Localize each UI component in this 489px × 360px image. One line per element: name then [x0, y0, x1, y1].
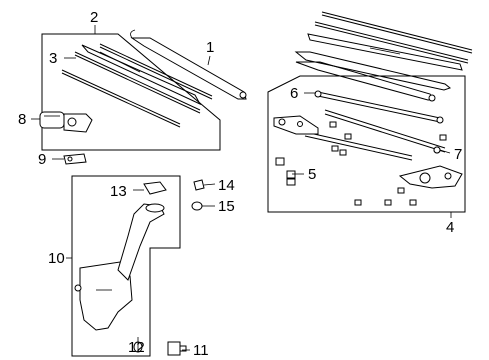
motor-connector-part-9 [63, 153, 87, 165]
wiper-blade-left [61, 69, 181, 128]
callout-5: 5 [308, 166, 316, 183]
washer-pump [167, 341, 187, 356]
callout-11: 11 [193, 342, 209, 359]
linkage-rod-middle [324, 109, 446, 154]
wiper-pivot-left [273, 115, 319, 135]
linkage-rod-lower [304, 131, 413, 161]
callout-8: 8 [18, 111, 26, 128]
wiper-motor-bracket [398, 165, 463, 189]
callout-12: 12 [128, 339, 145, 356]
washer-cap-part-13 [143, 181, 167, 195]
callout-2: 2 [90, 9, 98, 26]
callout-4: 4 [446, 219, 454, 236]
grommet-set [275, 121, 447, 206]
wiper-linkage-group-outline [267, 75, 466, 213]
pivot-cap-part-7 [433, 146, 441, 154]
wiper-arm-left [130, 29, 247, 100]
leader-lines [31, 25, 452, 352]
callout-3: 3 [49, 50, 57, 67]
wiper-blade-group-outline [41, 33, 221, 151]
washer-reservoir-tank [74, 203, 165, 331]
callout-13: 13 [110, 183, 127, 200]
hose-joint-part-14 [193, 179, 205, 191]
linkage-rod-upper [314, 90, 444, 124]
washer-reservoir-group-outline [71, 175, 181, 357]
wiper-arm-right [294, 51, 452, 102]
callout-10: 10 [48, 250, 65, 267]
wiper-blade-frame [81, 44, 202, 106]
callout-7: 7 [454, 146, 462, 163]
callout-15: 15 [218, 198, 235, 215]
callout-14: 14 [218, 177, 235, 194]
wiper-blade-insert-left [74, 51, 201, 114]
callout-9: 9 [38, 151, 46, 168]
callout-6: 6 [290, 85, 298, 102]
grommet-part-15 [191, 201, 203, 211]
wiper-blade-right-frame [307, 33, 463, 71]
callout-1: 1 [206, 39, 214, 56]
wiper-motor [39, 111, 93, 133]
wiper-blade-right-upper [314, 11, 473, 64]
wiper-blade-insert-right [99, 43, 213, 100]
